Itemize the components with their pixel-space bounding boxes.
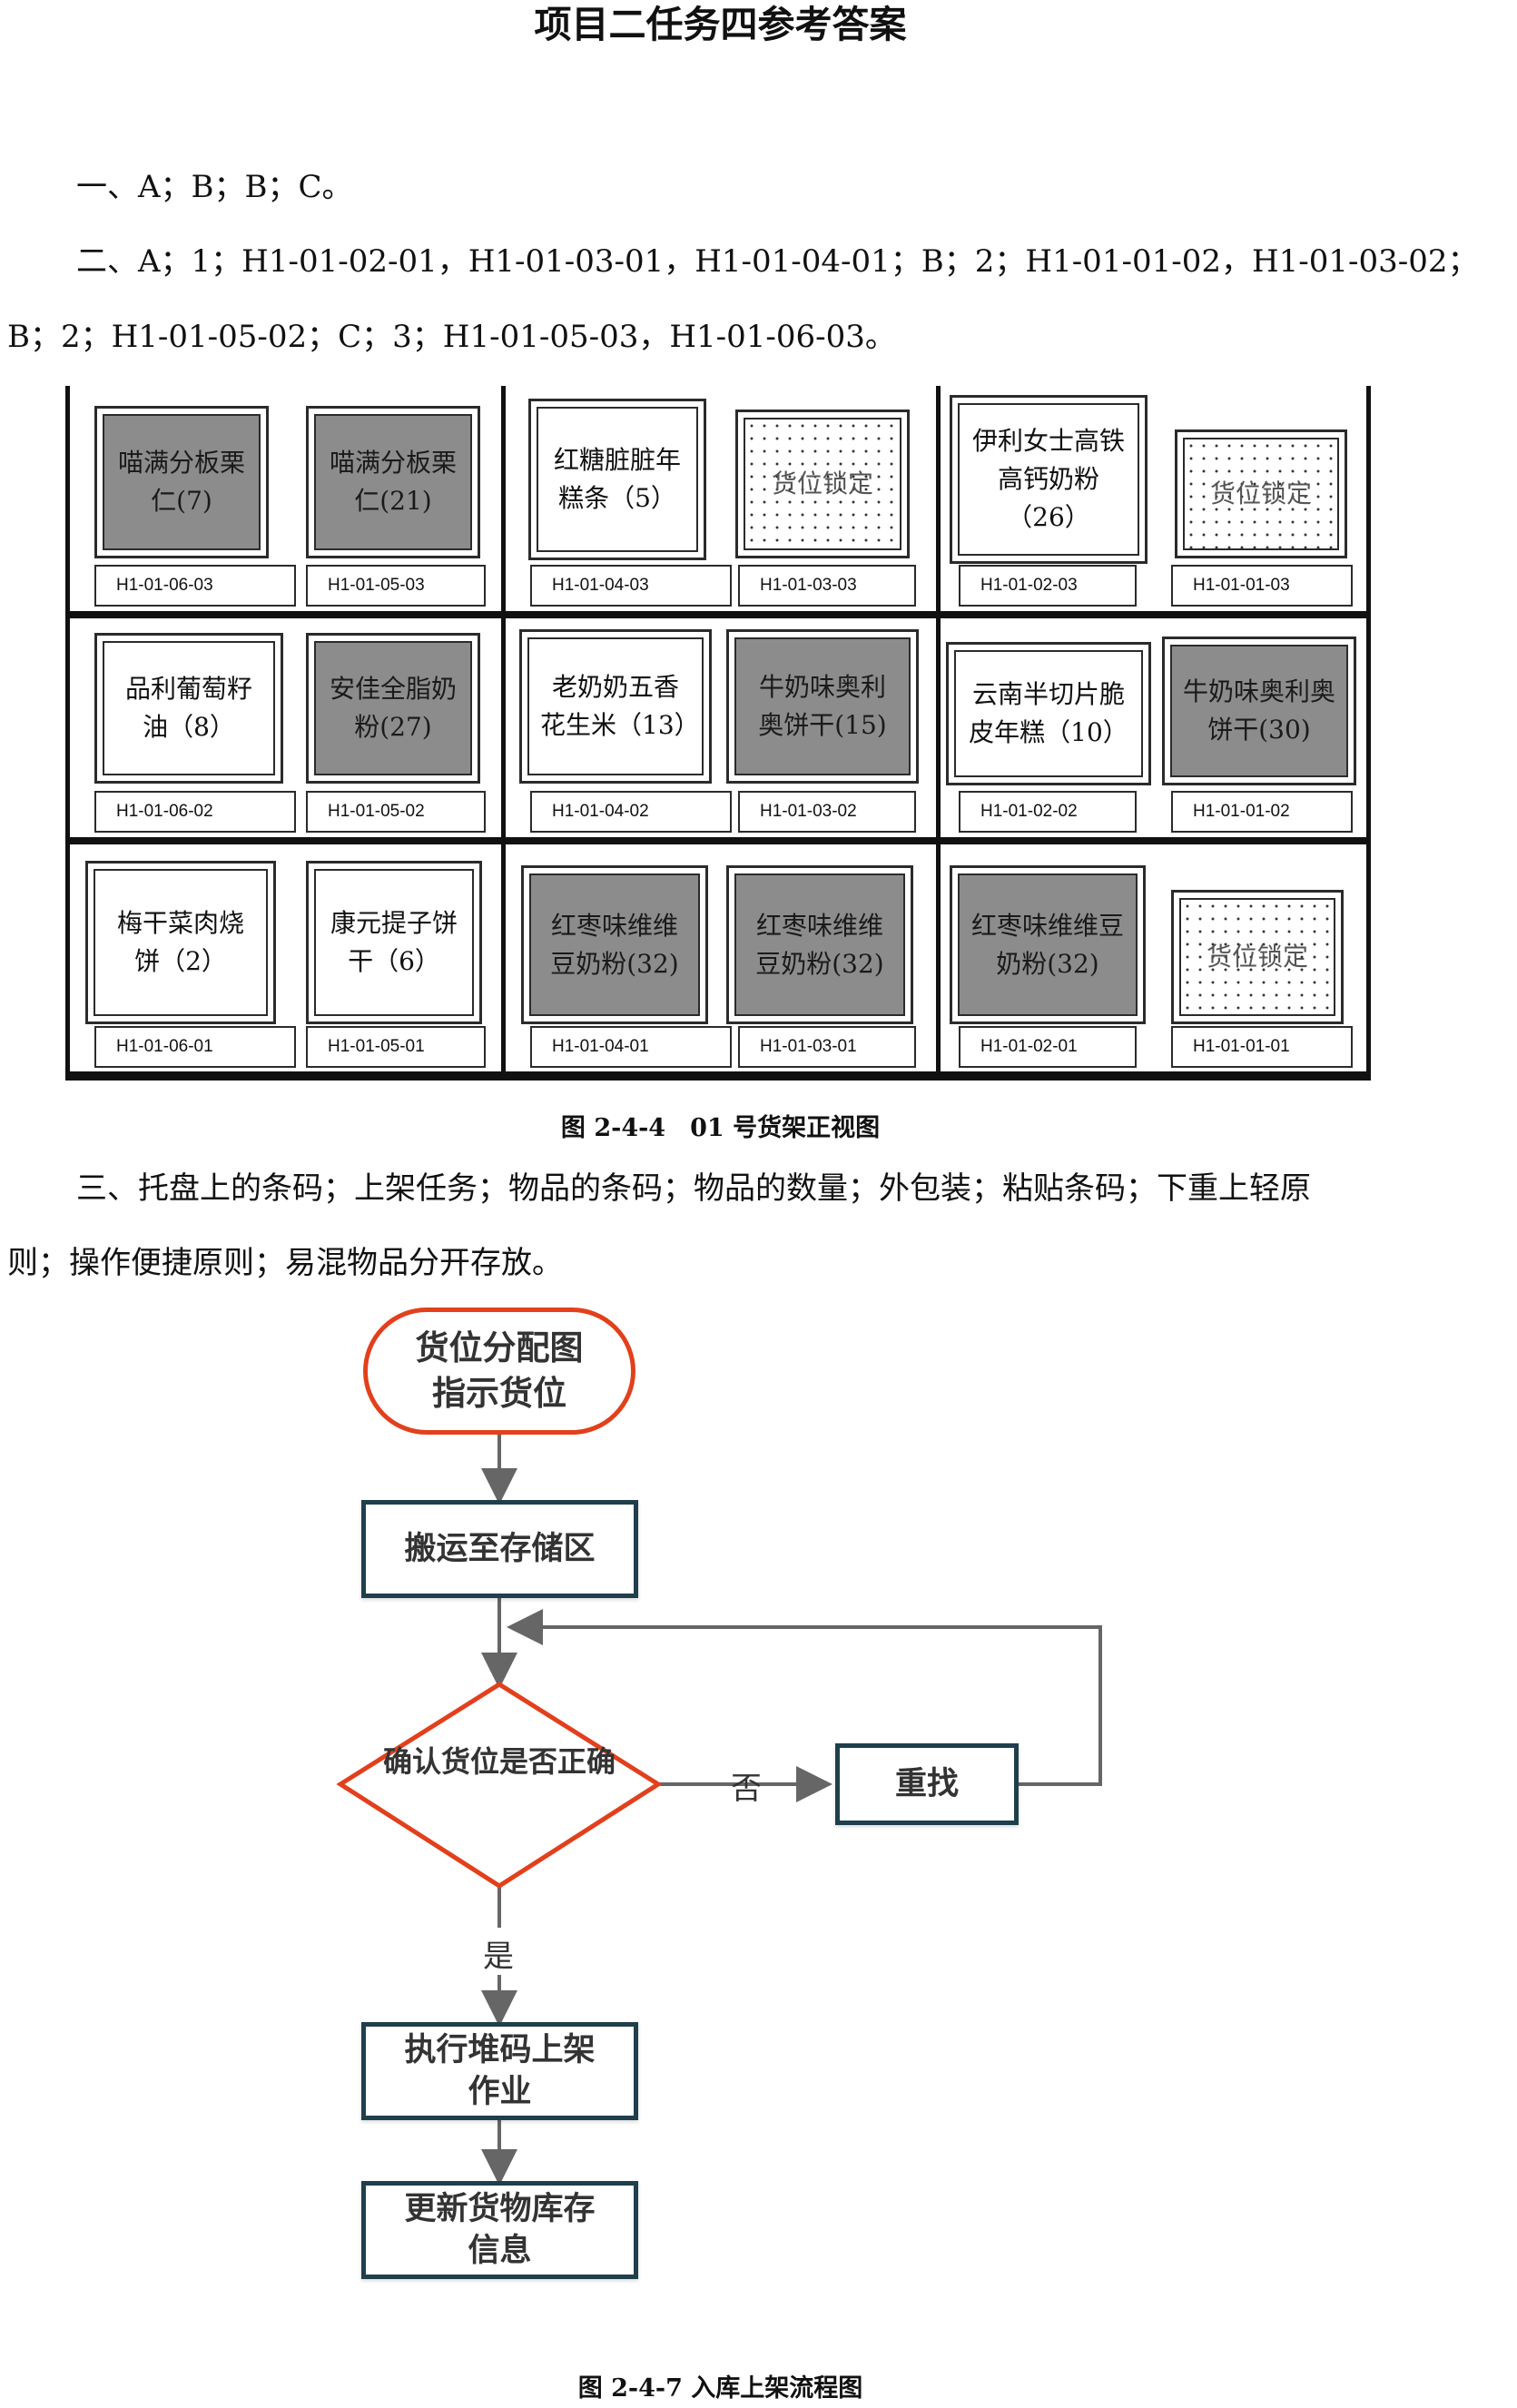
shelf-post-2 (936, 386, 941, 1081)
flow-step-stack: 执行堆码上架作业 (361, 2022, 638, 2120)
answer-part-3-line-2: 则；操作便捷原则；易混物品分开存放。 (7, 1245, 563, 1281)
shelf-post-1 (501, 386, 506, 1081)
shelf-cell-H1-01-04-02: 老奶奶五香花生米（13） (519, 629, 712, 784)
shelf-cell-H1-01-02-02: 云南半切片脆皮年糕（10） (946, 642, 1151, 785)
shelf-label: H1-01-06-03 (94, 565, 296, 607)
shelf-beam-2 (65, 837, 1371, 844)
shelf-label: H1-01-06-02 (94, 791, 296, 833)
shelf-label: H1-01-05-01 (306, 1026, 486, 1068)
decision-diamond (336, 1682, 663, 1889)
shelf-cell-H1-01-06-03: 喵满分板栗仁(7) (94, 406, 269, 558)
shelf-label: H1-01-03-02 (738, 791, 916, 833)
flow-caption: 图 2-4-7 入库上架流程图 (577, 2374, 863, 2403)
shelf-label: H1-01-03-01 (738, 1026, 916, 1068)
shelf-cell-H1-01-02-03: 伊利女士高铁高钙奶粉（26） (950, 395, 1148, 564)
page-title: 项目二任务四参考答案 (534, 3, 907, 46)
shelf-label: H1-01-05-03 (306, 565, 486, 607)
shelf-cell-H1-01-01-01: 货位锁定 (1171, 890, 1344, 1024)
flow-step-transport: 搬运至存储区 (361, 1500, 638, 1598)
answer-part-2-line-1: 二、A；1；H1-01-02-01，H1-01-03-01，H1-01-04-0… (76, 243, 1479, 280)
shelf-cell-H1-01-05-01: 康元提子饼干（6） (306, 861, 482, 1024)
flow-start-node: 货位分配图指示货位 (363, 1308, 635, 1435)
shelf-label: H1-01-02-01 (959, 1026, 1137, 1068)
shelf-cell-H1-01-04-03: 红糖脏脏年糕条（5） (528, 399, 706, 560)
answer-part-1: 一、A；B；B；C。 (76, 169, 353, 205)
shelf-cell-H1-01-06-02: 品利葡萄籽油（8） (94, 633, 283, 784)
flow-yes-label: 是 (483, 1939, 514, 1975)
shelf-label: H1-01-03-03 (738, 565, 916, 607)
flowchart-connectors (336, 1435, 1102, 2186)
flow-step-retry: 重找 (835, 1743, 1019, 1825)
shelf-cell-H1-01-01-02: 牛奶味奥利奥饼干(30) (1162, 637, 1356, 785)
shelf-cell-H1-01-05-03: 喵满分板栗仁(21) (306, 406, 480, 558)
shelf-cell-H1-01-03-02: 牛奶味奥利奥饼干(15) (726, 629, 919, 784)
shelf-post-left (65, 386, 70, 1081)
shelf-label: H1-01-01-01 (1171, 1026, 1353, 1068)
flow-decision-text: 确认货位是否正确 (382, 1744, 616, 1779)
shelf-base (65, 1071, 1371, 1081)
shelf-caption: 图 2-4-4 01 号货架正视图 (560, 1114, 881, 1142)
shelf-label: H1-01-02-03 (959, 565, 1137, 607)
shelf-label: H1-01-06-01 (94, 1026, 296, 1068)
shelf-cell-H1-01-02-01: 红枣味维维豆奶粉(32) (950, 865, 1146, 1024)
shelf-cell-H1-01-06-01: 梅干菜肉烧饼（2） (85, 861, 276, 1024)
putaway-flowchart: 货位分配图指示货位 搬运至存储区 确认货位是否正确 否 重找 是 执行堆码上架作… (0, 1298, 1441, 2297)
shelf-cell-H1-01-04-01: 红枣味维维豆奶粉(32) (521, 865, 708, 1024)
shelf-label: H1-01-04-03 (530, 565, 732, 607)
answer-part-2-line-2: B；2；H1-01-05-02；C；3；H1-01-05-03，H1-01-06… (7, 319, 896, 355)
shelf-label: H1-01-05-02 (306, 791, 486, 833)
shelf-beam-1 (65, 611, 1371, 618)
shelf-cell-H1-01-01-03: 货位锁定 (1175, 429, 1347, 558)
shelf-label: H1-01-02-02 (959, 791, 1137, 833)
shelf-label: H1-01-04-02 (530, 791, 732, 833)
shelf-front-view: 喵满分板栗仁(7) H1-01-06-03 喵满分板栗仁(21) H1-01-0… (65, 386, 1371, 1081)
shelf-label: H1-01-01-03 (1171, 565, 1353, 607)
shelf-label: H1-01-04-01 (530, 1026, 732, 1068)
flow-step-update: 更新货物库存信息 (361, 2181, 638, 2279)
answer-part-3-line-1: 三、托盘上的条码；上架任务；物品的条码；物品的数量；外包装；粘贴条码；下重上轻原 (76, 1170, 1311, 1207)
flow-no-label: 否 (731, 1771, 762, 1807)
shelf-cell-H1-01-03-03: 货位锁定 (735, 410, 910, 558)
shelf-label: H1-01-01-02 (1171, 791, 1353, 833)
arrow-retry-loop (507, 1609, 1102, 1786)
shelf-post-right (1366, 386, 1371, 1081)
shelf-cell-H1-01-05-02: 安佳全脂奶粉(27) (306, 633, 480, 784)
shelf-cell-H1-01-03-01: 红枣味维维豆奶粉(32) (726, 865, 913, 1024)
